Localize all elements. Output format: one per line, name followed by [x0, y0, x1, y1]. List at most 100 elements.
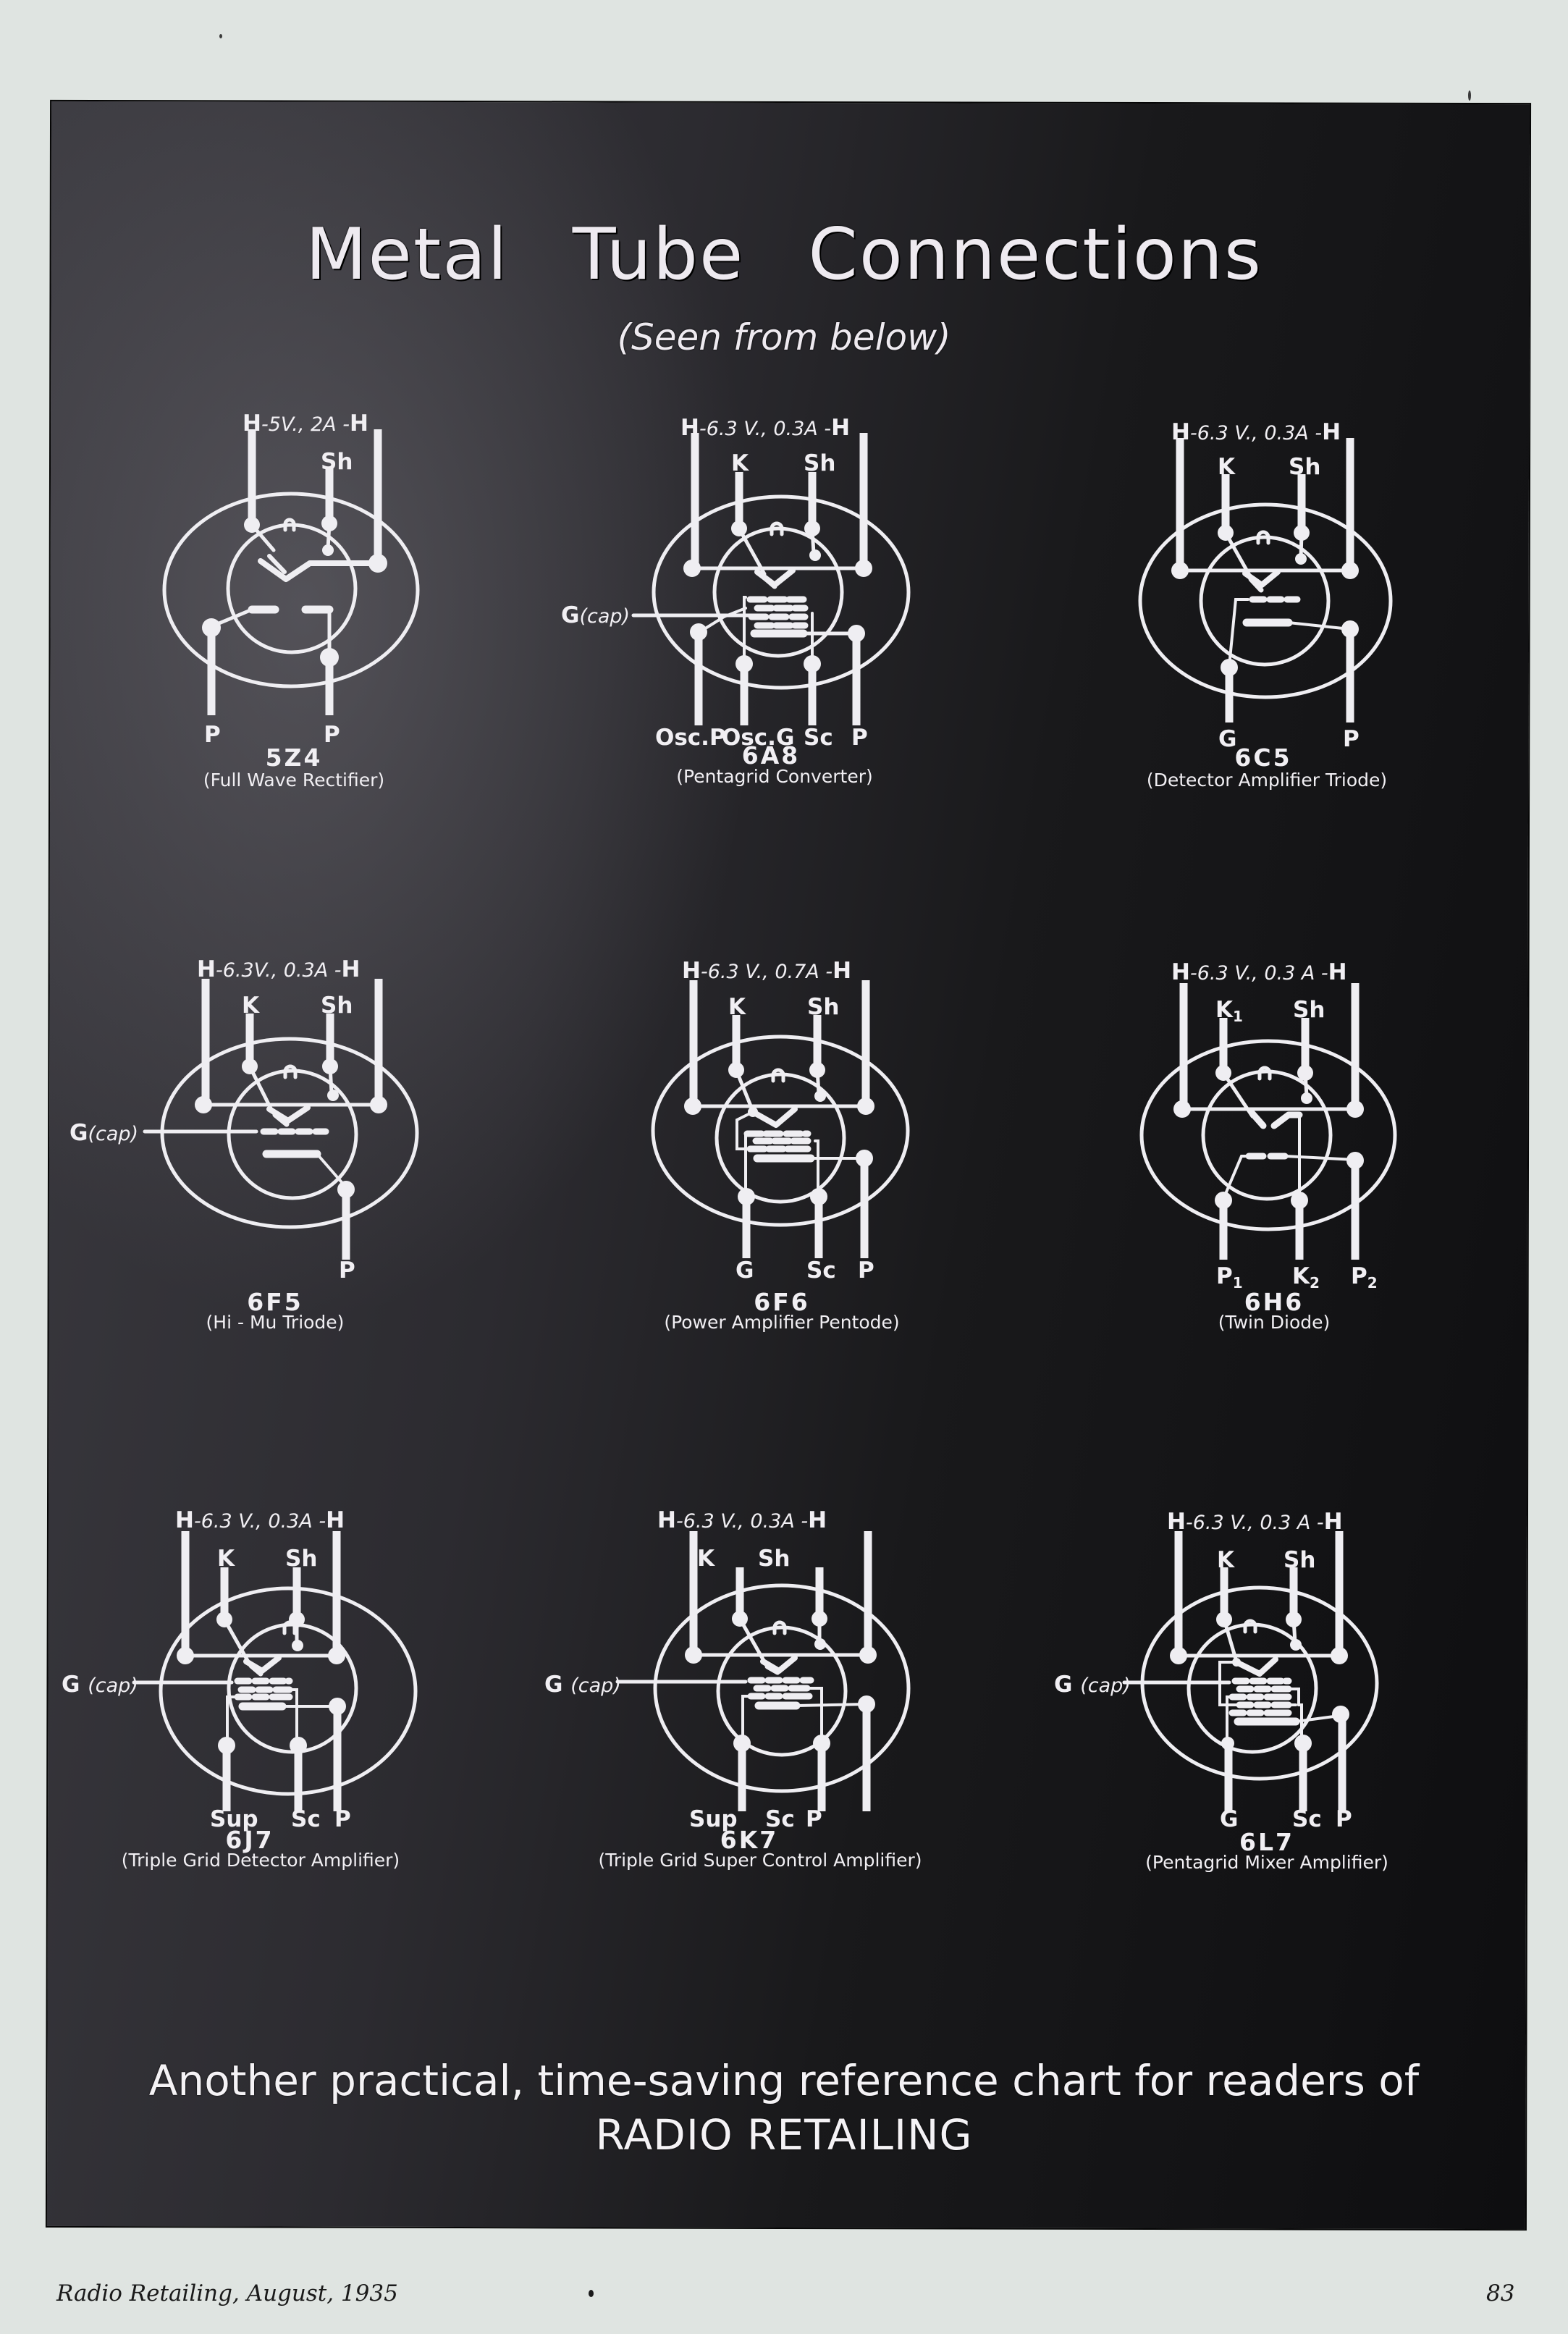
- pin-label-p1: P: [204, 722, 221, 748]
- tube-schematic-icon: [615, 1531, 911, 1811]
- tube-description: (Detector Amplifier Triode): [1146, 770, 1388, 791]
- pin-label-k: K: [697, 1546, 715, 1572]
- tube-description: (Twin Diode): [1218, 1312, 1331, 1333]
- page-speck: [589, 2290, 594, 2297]
- tube-name: 6C5: [1234, 743, 1292, 772]
- heater-label: H-6.3 V., 0.3A -H: [680, 415, 851, 441]
- heater-label: H-6.3V., 0.3A -H: [197, 956, 361, 982]
- tube-name: 6H6: [1244, 1288, 1304, 1316]
- cap-label: G(cap): [561, 602, 631, 628]
- pin-label-k: K: [728, 994, 746, 1020]
- pin-label-p2: P: [324, 722, 340, 748]
- pin-label-sh: Sh: [758, 1546, 791, 1572]
- paper-speck: [219, 34, 222, 38]
- pin-label-p: P: [858, 1257, 874, 1284]
- tube-diagram-6c5: H-6.3 V., 0.3A -H K Sh G P 6C5 (Detector…: [1115, 405, 1419, 883]
- tube-diagram-6f5: H-6.3V., 0.3A -H K Sh G(cap) P 6F5 (Hi -…: [58, 948, 434, 1455]
- pin-label-sh: Sh: [285, 1546, 318, 1572]
- page-number: 83: [1486, 2280, 1515, 2306]
- tube-description: (Power Amplifier Pentode): [664, 1312, 900, 1333]
- pin-label-sh: Sh: [807, 994, 840, 1020]
- pin-label-p: P: [1343, 726, 1360, 752]
- pin-label-g: G: [735, 1257, 754, 1284]
- pin-label-p: P: [1336, 1806, 1352, 1832]
- pin-label-sh: Sh: [804, 450, 836, 476]
- pin-label-g: G: [1220, 1806, 1239, 1832]
- pin-label-sc: Sc: [765, 1806, 795, 1832]
- pin-label-sc: Sc: [806, 1257, 836, 1284]
- tube-schematic-icon: [162, 429, 420, 715]
- tube-description: (Full Wave Rectifier): [203, 770, 385, 791]
- pin-label-sh: Sh: [1289, 454, 1321, 480]
- tube-name: 6K7: [720, 1826, 779, 1854]
- pin-label-k: K: [1218, 454, 1236, 480]
- pin-label-k1: K1: [1215, 997, 1243, 1025]
- pin-label-g: G: [1218, 726, 1237, 752]
- heater-label: H-6.3 V., 0.3 A -H: [1171, 959, 1347, 985]
- heater-label: H-6.3 V., 0.3A -H: [175, 1507, 345, 1533]
- tube-name: 6F6: [754, 1288, 810, 1316]
- pin-label-osc-p: Osc.P: [655, 725, 726, 751]
- tube-description: (Triple Grid Super Control Amplifier): [598, 1850, 922, 1871]
- pin-label-sc: Sc: [1292, 1806, 1322, 1832]
- publication-name: RADIO RETAILING: [595, 2110, 973, 2160]
- tube-schematic-icon: [132, 1531, 418, 1811]
- tube-diagram-6j7: H-6.3 V., 0.3A -H K Sh G (cap) Sup Sc P …: [51, 1499, 485, 2020]
- tube-diagram-5z4: H-5V., 2A -H Sh P P 5Z4 (Full Wave Recti…: [145, 405, 449, 883]
- pin-label-k: K: [217, 1546, 235, 1572]
- paper-speck: [1468, 90, 1471, 101]
- tube-description: (Pentagrid Converter): [676, 766, 873, 787]
- pin-label-p: P: [339, 1257, 355, 1284]
- tube-diagram-6h6: H-6.3 V., 0.3 A -H K1 Sh P1 K2 P2 6H6 (T…: [1129, 948, 1433, 1455]
- pin-label-k: K: [1217, 1547, 1235, 1573]
- pin-label-p: P: [334, 1806, 351, 1832]
- pin-label-sc: Sc: [291, 1806, 321, 1832]
- tube-diagram-6k7: H-6.3 V., 0.3A -H K Sh G (cap) Sup Sc P …: [536, 1499, 999, 2020]
- tube-schematic-icon: [631, 433, 911, 725]
- pin-label-sc: Sc: [804, 725, 833, 751]
- tube-schematic-icon: [1138, 438, 1393, 722]
- tube-description: (Pentagrid Mixer Amplifier): [1145, 1852, 1388, 1873]
- tube-name: 6F5: [247, 1288, 303, 1316]
- pin-label-k: K: [242, 993, 260, 1019]
- pin-label-sh: Sh: [321, 449, 353, 475]
- tube-schematic-icon: [143, 979, 419, 1260]
- tube-name: 6L7: [1239, 1828, 1294, 1856]
- cap-label: G(cap): [69, 1120, 139, 1146]
- heater-label: H-6.3 V., 0.3A -H: [1171, 419, 1341, 445]
- heater-label: H-6.3 V., 0.3A -H: [657, 1507, 827, 1533]
- pin-label-k2: K2: [1292, 1263, 1320, 1292]
- cap-label: G (cap): [62, 1672, 138, 1698]
- tube-name: 5Z4: [265, 743, 323, 772]
- cap-label: G (cap): [1054, 1672, 1131, 1698]
- tube-schematic-icon: [1139, 983, 1397, 1260]
- tube-name: 6J7: [225, 1826, 274, 1854]
- pin-label-osc-g: Osc.G: [722, 725, 795, 751]
- heater-label: H-6.3 V., 0.7A -H: [682, 958, 852, 984]
- pin-label-sup: Sup: [689, 1806, 738, 1832]
- pin-label-p: P: [806, 1806, 822, 1832]
- pin-label-p2: P2: [1351, 1263, 1378, 1292]
- pin-label-sh: Sh: [1293, 997, 1325, 1023]
- tube-diagram-6f6: H-6.3 V., 0.7A -H K Sh G Sc P 6F6 (Power…: [623, 948, 956, 1455]
- heater-label: H-5V., 2A -H: [243, 410, 368, 437]
- pin-label-sh: Sh: [321, 993, 353, 1019]
- page-title: Metal Tube Connections: [305, 214, 1263, 296]
- cap-label: G (cap): [544, 1672, 621, 1698]
- tube-diagram-6a8: H-6.3 V., 0.3A -H K Sh G(cap) Osc.P Osc.…: [550, 405, 912, 883]
- running-head: Radio Retailing, August, 1935: [56, 2280, 398, 2306]
- pin-label-k: K: [731, 450, 749, 476]
- page-subtitle: (Seen from below): [617, 316, 951, 358]
- heater-label: H-6.3 V., 0.3 A -H: [1167, 1509, 1343, 1535]
- pin-label-sup: Sup: [210, 1806, 258, 1832]
- tube-description: (Triple Grid Detector Amplifier): [121, 1850, 400, 1871]
- tube-schematic-icon: [651, 980, 910, 1258]
- tube-description: (Hi - Mu Triode): [206, 1312, 345, 1333]
- pin-label-sh: Sh: [1284, 1547, 1316, 1573]
- tagline: Another practical, time-saving reference…: [148, 2056, 1420, 2105]
- tube-schematic-icon: [1122, 1531, 1379, 1811]
- pin-label-p1: P1: [1216, 1263, 1243, 1292]
- tube-name: 6A8: [741, 741, 801, 770]
- tube-diagram-6l7: H-6.3 V., 0.3 A -H K Sh G (cap) G Sc P 6…: [1042, 1499, 1448, 2020]
- pin-label-p: P: [851, 725, 868, 751]
